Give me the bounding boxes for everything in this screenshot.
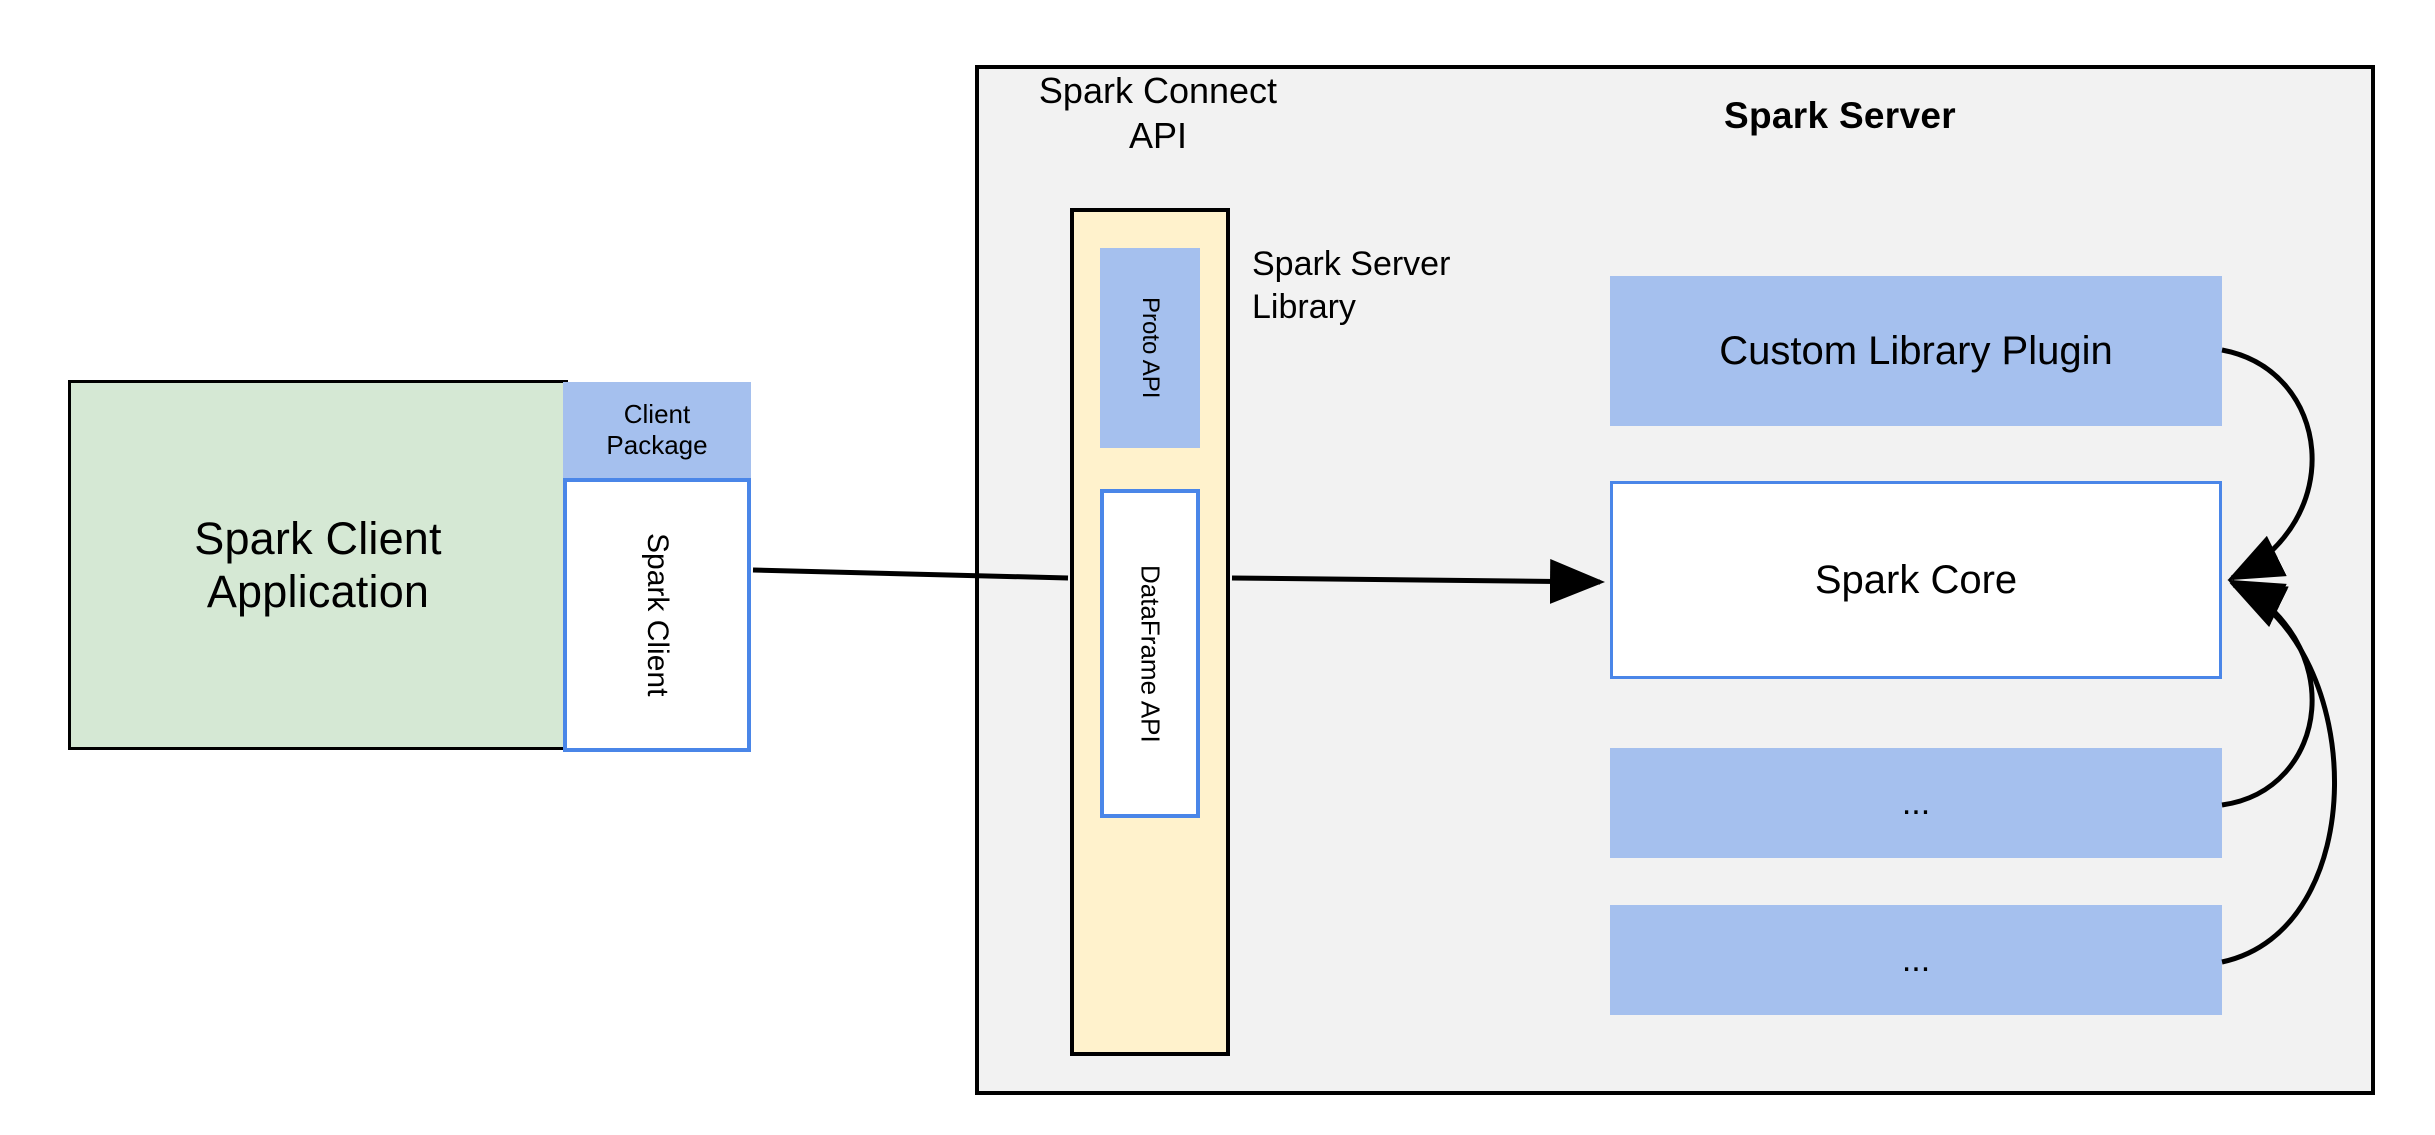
component-placeholder-box-2[interactable]: ... <box>1610 905 2222 1015</box>
custom-library-plugin-label: Custom Library Plugin <box>1719 328 2113 373</box>
custom-library-plugin-box[interactable]: Custom Library Plugin <box>1610 276 2222 426</box>
spark-connect-api-line1: Spark Connect <box>1038 70 1278 111</box>
spark-core-box[interactable]: Spark Core <box>1610 481 2222 679</box>
spark-client-application-line2: Application <box>206 566 430 617</box>
component-placeholder-label-2: ... <box>1901 940 1931 979</box>
client-package-label: Client Package <box>606 399 707 461</box>
proto-api-label: Proto API <box>1137 297 1164 399</box>
spark-server-library-line2: Library <box>1252 287 1356 326</box>
spark-client-application-line1: Spark Client <box>194 512 442 564</box>
client-package-line2: Package <box>606 430 708 460</box>
component-placeholder-label-1: ... <box>1901 783 1931 822</box>
spark-connect-api-line2: API <box>1128 115 1188 156</box>
spark-server-library-line1: Spark Server <box>1252 245 1451 283</box>
dataframe-api-box[interactable]: DataFrame API <box>1100 489 1200 818</box>
spark-client-application-label: Spark Client Application <box>194 512 442 618</box>
spark-core-label: Spark Core <box>1814 557 2018 602</box>
spark-client-label: Spark Client <box>641 533 674 697</box>
client-package-line1: Client <box>623 398 691 429</box>
proto-api-box[interactable]: Proto API <box>1100 248 1200 448</box>
client-package-box[interactable]: Client Package <box>563 382 751 478</box>
spark-client-box[interactable]: Spark Client <box>563 478 751 752</box>
spark-server-library-label: Spark Server Library <box>1252 243 1582 329</box>
spark-client-application-box[interactable]: Spark Client Application <box>68 380 568 750</box>
dataframe-api-label: DataFrame API <box>1135 564 1166 743</box>
spark-server-title: Spark Server <box>1724 95 1956 136</box>
component-placeholder-box-1[interactable]: ... <box>1610 748 2222 858</box>
spark-connect-api-label: Spark Connect API <box>1018 68 1298 158</box>
